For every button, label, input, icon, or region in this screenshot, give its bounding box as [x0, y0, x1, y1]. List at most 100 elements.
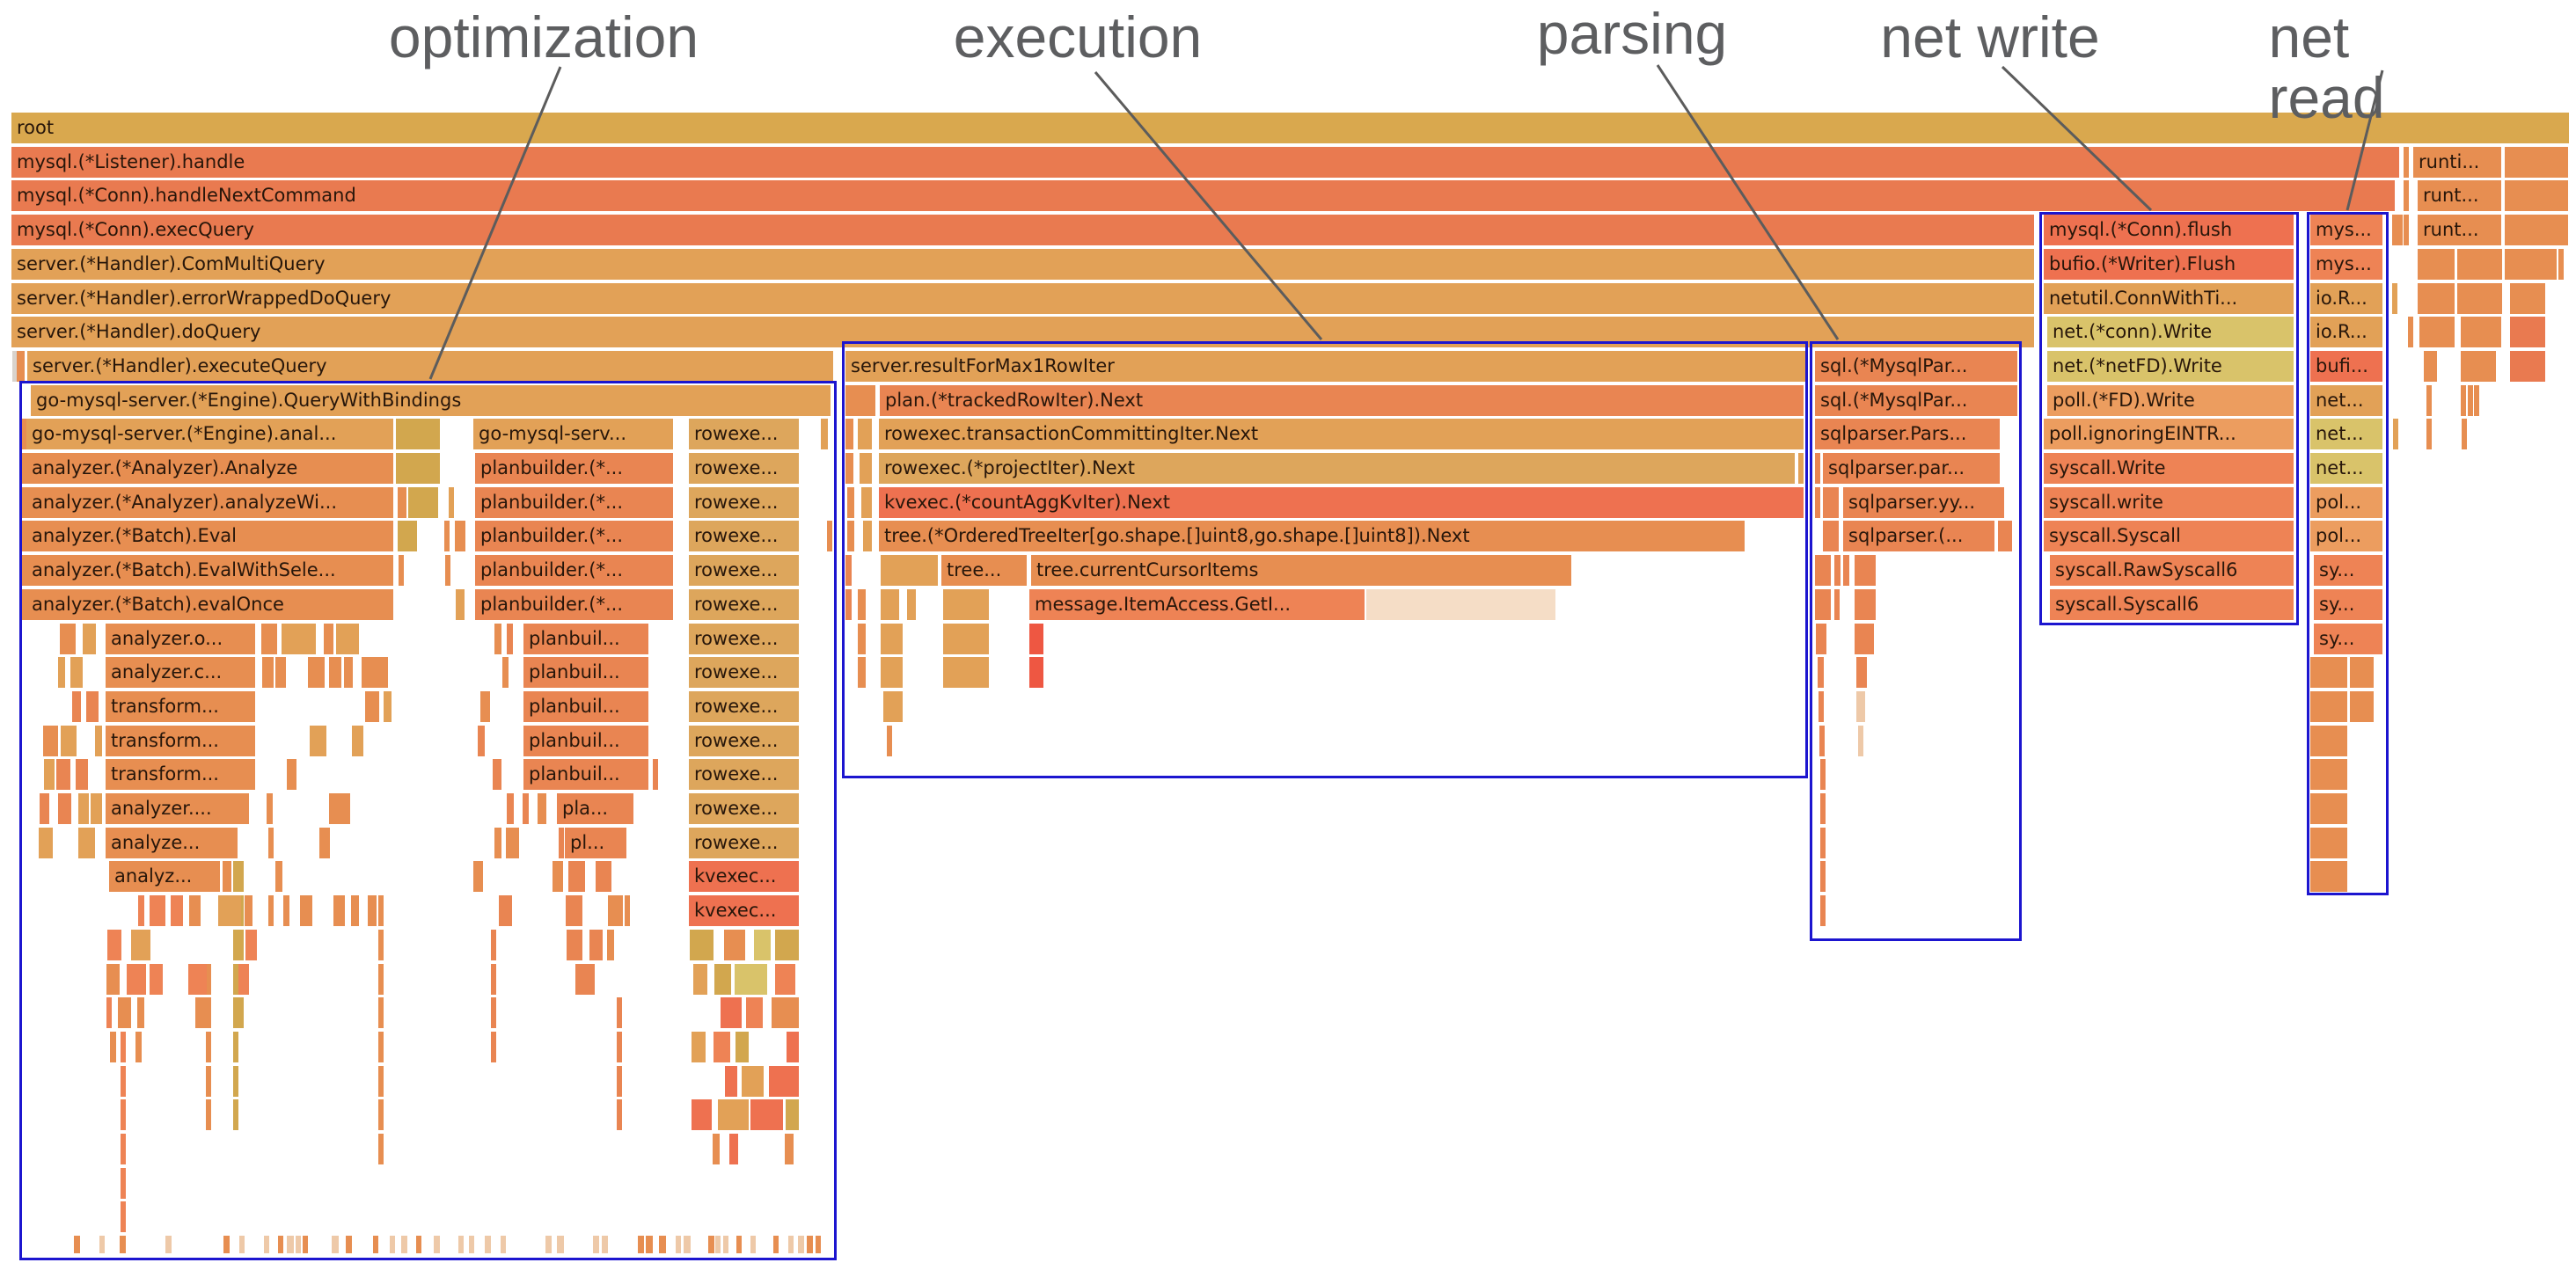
frame-bar[interactable]: rowexe...	[689, 521, 799, 552]
frame-bar[interactable]: go-mysql-server.(*Engine).anal...	[26, 419, 393, 450]
frame-bar[interactable]: tree...	[941, 555, 1027, 587]
frame-bar[interactable]: poll.ignoringEINTR...	[2044, 419, 2294, 450]
frame-fragment	[845, 588, 852, 620]
frame-bar[interactable]: mysql.(*Conn).handleNextCommand	[11, 180, 2395, 212]
frame-bar[interactable]: analyzer.o...	[106, 623, 255, 654]
frame-bar[interactable]: syscall.Syscall	[2044, 521, 2294, 552]
frame-bar[interactable]: syscall.Write	[2044, 453, 2294, 484]
frame-bar[interactable]: mysql.(*Conn).execQuery	[11, 215, 2034, 246]
frame-bar[interactable]: root	[11, 113, 2569, 143]
frame-bar[interactable]: sql.(*MysqlPar...	[1815, 384, 2017, 416]
frame-bar[interactable]: tree.currentCursorItems	[1031, 555, 1571, 587]
frame-bar[interactable]: planbuilder.(*...	[475, 588, 673, 620]
frame-bar[interactable]: pol...	[2310, 486, 2382, 518]
frame-bar[interactable]: analyzer.(*Batch).Eval	[26, 521, 393, 552]
frame-bar[interactable]: planbuil...	[523, 759, 648, 791]
frame-bar[interactable]: rowexe...	[689, 453, 799, 484]
frame-bar[interactable]: net...	[2310, 453, 2382, 484]
frame-bar[interactable]: poll.(*FD).Write	[2047, 384, 2294, 416]
frame-bar[interactable]: sql.(*MysqlPar...	[1815, 350, 2017, 382]
frame-bar[interactable]: transform...	[106, 759, 255, 791]
frame-fragment	[384, 690, 392, 722]
frame-bar[interactable]: pl...	[565, 827, 626, 858]
frame-fragment	[206, 963, 211, 995]
frame-bar[interactable]: message.ItemAccess.GetI...	[1029, 588, 1365, 620]
frame-bar[interactable]: kvexec...	[689, 861, 799, 893]
frame-bar[interactable]: tree.(*OrderedTreeIter[go.shape.[]uint8,…	[879, 521, 1745, 552]
frame-bar[interactable]: net...	[2310, 419, 2382, 450]
frame-bar[interactable]: syscall.RawSyscall6	[2050, 555, 2294, 587]
frame-bar[interactable]: rowexec.transactionCommittingIter.Next	[879, 419, 1804, 450]
frame-bar[interactable]: runti...	[2413, 146, 2501, 178]
frame-bar[interactable]: rowexe...	[689, 623, 799, 654]
frame-bar[interactable]: planbuil...	[523, 623, 648, 654]
frame-bar[interactable]: bufi...	[2310, 350, 2382, 382]
frame-bar[interactable]: analyz...	[109, 861, 220, 893]
frame-bar[interactable]: rowexe...	[689, 725, 799, 756]
frame-bar[interactable]: server.resultForMax1RowIter	[845, 350, 1805, 382]
frame-bar[interactable]: netutil.ConnWithTi...	[2044, 282, 2294, 314]
frame-bar[interactable]: io.R...	[2310, 282, 2382, 314]
frame-bar[interactable]: sy...	[2314, 588, 2382, 620]
frame-bar[interactable]: mys...	[2310, 248, 2382, 280]
frame-bar[interactable]: mys...	[2310, 215, 2382, 246]
frame-bar[interactable]: kvexec.(*countAggKvIter).Next	[879, 486, 1804, 518]
frame-bar[interactable]: rowexe...	[689, 827, 799, 858]
frame-bar[interactable]: runt...	[2418, 180, 2501, 212]
frame-bar[interactable]: analyzer.c...	[106, 657, 255, 689]
frame-bar[interactable]: mysql.(*Listener).handle	[11, 146, 2399, 178]
frame-bar[interactable]: rowexe...	[689, 486, 799, 518]
frame-fragment	[708, 1236, 714, 1254]
frame-bar[interactable]: server.(*Handler).errorWrappedDoQuery	[11, 282, 2034, 314]
frame-bar[interactable]: planbuilder.(*...	[475, 486, 673, 518]
frame-bar[interactable]: analyzer.(*Batch).EvalWithSele...	[26, 555, 393, 587]
frame-bar[interactable]: sqlparser.par...	[1823, 453, 2000, 484]
frame-bar[interactable]: rowexec.(*projectIter).Next	[879, 453, 1795, 484]
frame-bar[interactable]: pla...	[557, 793, 633, 824]
frame-bar[interactable]: rowexe...	[689, 555, 799, 587]
frame-bar[interactable]: mysql.(*Conn).flush	[2044, 215, 2294, 246]
frame-bar[interactable]: rowexe...	[689, 793, 799, 824]
frame-bar[interactable]: io.R...	[2310, 317, 2382, 348]
frame-bar[interactable]: planbuil...	[523, 725, 648, 756]
frame-bar[interactable]: sqlparser.(...	[1843, 521, 1994, 552]
frame-bar[interactable]: rowexe...	[689, 759, 799, 791]
frame-bar[interactable]: planbuil...	[523, 690, 648, 722]
frame-bar[interactable]: server.(*Handler).executeQuery	[27, 350, 833, 382]
frame-bar[interactable]: sy...	[2314, 623, 2382, 654]
frame-bar[interactable]: rowexe...	[689, 690, 799, 722]
frame-bar[interactable]: rowexe...	[689, 419, 799, 450]
frame-bar[interactable]: analyze...	[106, 827, 238, 858]
frame-bar[interactable]: kvexec...	[689, 895, 799, 927]
frame-bar[interactable]: syscall.write	[2044, 486, 2294, 518]
frame-bar[interactable]: pol...	[2310, 521, 2382, 552]
frame-bar[interactable]: analyzer....	[106, 793, 249, 824]
frame-fragment	[653, 759, 658, 791]
frame-bar[interactable]: planbuilder.(*...	[475, 555, 673, 587]
frame-bar[interactable]: runt...	[2418, 215, 2501, 246]
frame-bar[interactable]: sy...	[2314, 555, 2382, 587]
frame-bar[interactable]: go-mysql-serv...	[473, 419, 673, 450]
frame-bar[interactable]: go-mysql-server.(*Engine).QueryWithBindi…	[31, 384, 831, 416]
frame-fragment	[881, 588, 899, 620]
frame-bar[interactable]: bufio.(*Writer).Flush	[2044, 248, 2294, 280]
frame-bar[interactable]: net...	[2310, 384, 2382, 416]
frame-bar[interactable]: analyzer.(*Batch).evalOnce	[26, 588, 393, 620]
frame-bar[interactable]: planbuil...	[523, 657, 648, 689]
frame-bar[interactable]: planbuilder.(*...	[475, 453, 673, 484]
frame-bar[interactable]: analyzer.(*Analyzer).Analyze	[26, 453, 393, 484]
frame-bar[interactable]: transform...	[106, 725, 255, 756]
frame-bar[interactable]: syscall.Syscall6	[2050, 588, 2294, 620]
frame-bar[interactable]: analyzer.(*Analyzer).analyzeWi...	[26, 486, 393, 518]
frame-bar[interactable]: transform...	[106, 690, 255, 722]
frame-bar[interactable]: plan.(*trackedRowIter).Next	[880, 384, 1804, 416]
frame-bar[interactable]: server.(*Handler).ComMultiQuery	[11, 248, 2034, 280]
frame-bar[interactable]: sqlparser.yy...	[1843, 486, 2004, 518]
frame-bar[interactable]: net.(*netFD).Write	[2047, 350, 2294, 382]
frame-bar[interactable]: rowexe...	[689, 588, 799, 620]
frame-bar[interactable]: sqlparser.Pars...	[1815, 419, 2000, 450]
frame-bar[interactable]: planbuilder.(*...	[475, 521, 673, 552]
frame-fragment	[2310, 725, 2347, 756]
frame-bar[interactable]: net.(*conn).Write	[2047, 317, 2294, 348]
frame-bar[interactable]: rowexe...	[689, 657, 799, 689]
